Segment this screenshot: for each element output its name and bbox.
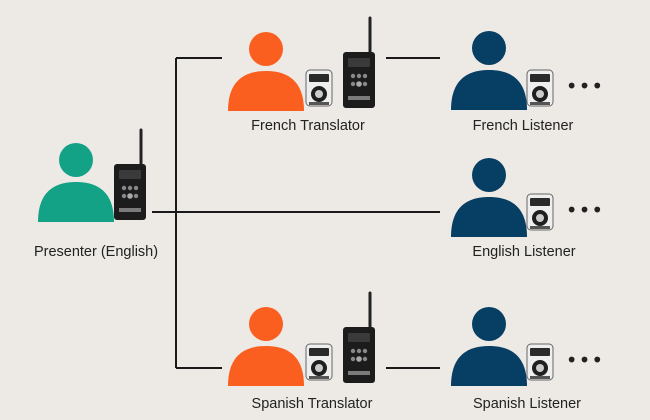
french-translator-receiver-icon xyxy=(305,69,333,107)
english-listener-node xyxy=(451,158,554,237)
french-translator-node xyxy=(228,16,377,111)
english-listener-person-icon xyxy=(451,158,527,237)
spanish-translator-person-icon xyxy=(228,307,304,386)
spanish-listener-label: Spanish Listener xyxy=(472,396,582,412)
english-listener-receiver-icon xyxy=(526,193,554,231)
presenter-label: Presenter (English) xyxy=(33,244,159,260)
presenter-node xyxy=(38,128,148,222)
french-listener-more-indicator: ••• xyxy=(565,74,605,98)
english-listener-more-indicator: ••• xyxy=(565,198,605,222)
english-listener-label: English Listener xyxy=(472,244,576,260)
spanish-listener-person-icon xyxy=(451,307,527,386)
french-listener-receiver-icon xyxy=(526,69,554,107)
connector-lines xyxy=(152,57,440,369)
spanish-translator-label: Spanish Translator xyxy=(251,396,373,412)
spanish-translator-transmitter-icon xyxy=(341,291,377,385)
presenter-person-icon xyxy=(38,143,114,222)
french-translator-label: French Translator xyxy=(251,118,365,134)
french-translator-person-icon xyxy=(228,32,304,111)
french-listener-person-icon xyxy=(451,31,527,110)
french-listener-node xyxy=(451,31,554,110)
presenter-transmitter-icon xyxy=(112,128,148,222)
french-translator-transmitter-icon xyxy=(341,16,377,110)
spanish-listener-node xyxy=(451,307,554,386)
spanish-translator-receiver-icon xyxy=(305,343,333,381)
french-listener-label: French Listener xyxy=(472,118,574,134)
spanish-listener-receiver-icon xyxy=(526,343,554,381)
spanish-translator-node xyxy=(228,291,377,386)
spanish-listener-more-indicator: ••• xyxy=(565,348,605,372)
